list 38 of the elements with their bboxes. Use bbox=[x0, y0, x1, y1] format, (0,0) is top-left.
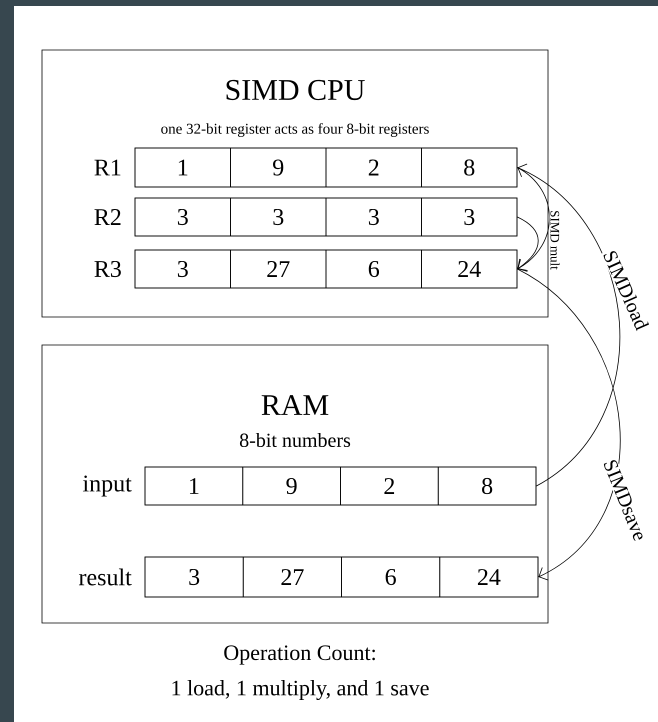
arrow bbox=[517, 216, 539, 271]
box-title: SIMD CPU bbox=[226, 80, 365, 100]
note-text: Operation Count: bbox=[224, 645, 375, 665]
register-cell: 1 bbox=[144, 466, 244, 506]
register-cell: 1 bbox=[134, 148, 231, 188]
register-cell: 27 bbox=[242, 556, 342, 598]
arrow bbox=[517, 268, 620, 581]
register-cell: 2 bbox=[340, 466, 439, 506]
register-cell: 2 bbox=[326, 148, 422, 188]
note-text: 1 load, 1 multiply, and 1 save bbox=[172, 680, 429, 700]
register-cell: 3 bbox=[144, 556, 244, 598]
ram-box bbox=[42, 344, 548, 624]
register-cell: 3 bbox=[421, 198, 518, 236]
box-subtitle: 8-bit numbers bbox=[240, 432, 350, 448]
row-label: R3 bbox=[94, 260, 121, 278]
box-subtitle: one 32-bit register acts as four 8-bit registers bbox=[161, 123, 429, 137]
register-cell: 3 bbox=[230, 198, 326, 236]
cpu-box bbox=[42, 50, 548, 318]
register-cell: 6 bbox=[326, 250, 422, 288]
register-cell: 9 bbox=[230, 148, 326, 188]
row-label: R1 bbox=[94, 160, 120, 176]
register-cell: 24 bbox=[439, 556, 538, 598]
arrow bbox=[517, 164, 620, 486]
register-cell: 3 bbox=[134, 250, 231, 288]
box-title: RAM bbox=[262, 395, 328, 415]
register-cell: 3 bbox=[134, 198, 231, 236]
register-cell: 8 bbox=[421, 148, 518, 188]
arrow bbox=[517, 167, 550, 272]
register-cell: 24 bbox=[421, 250, 518, 288]
row-label: result bbox=[78, 568, 132, 586]
register-cell: 9 bbox=[242, 466, 341, 506]
row-label: input bbox=[82, 476, 132, 496]
register-cell: 8 bbox=[438, 466, 536, 506]
register-cell: 27 bbox=[230, 250, 326, 288]
edge-label: SIMD mult bbox=[549, 209, 561, 271]
row-label: R2 bbox=[94, 209, 120, 225]
register-cell: 6 bbox=[341, 556, 440, 598]
register-cell: 3 bbox=[326, 198, 422, 236]
